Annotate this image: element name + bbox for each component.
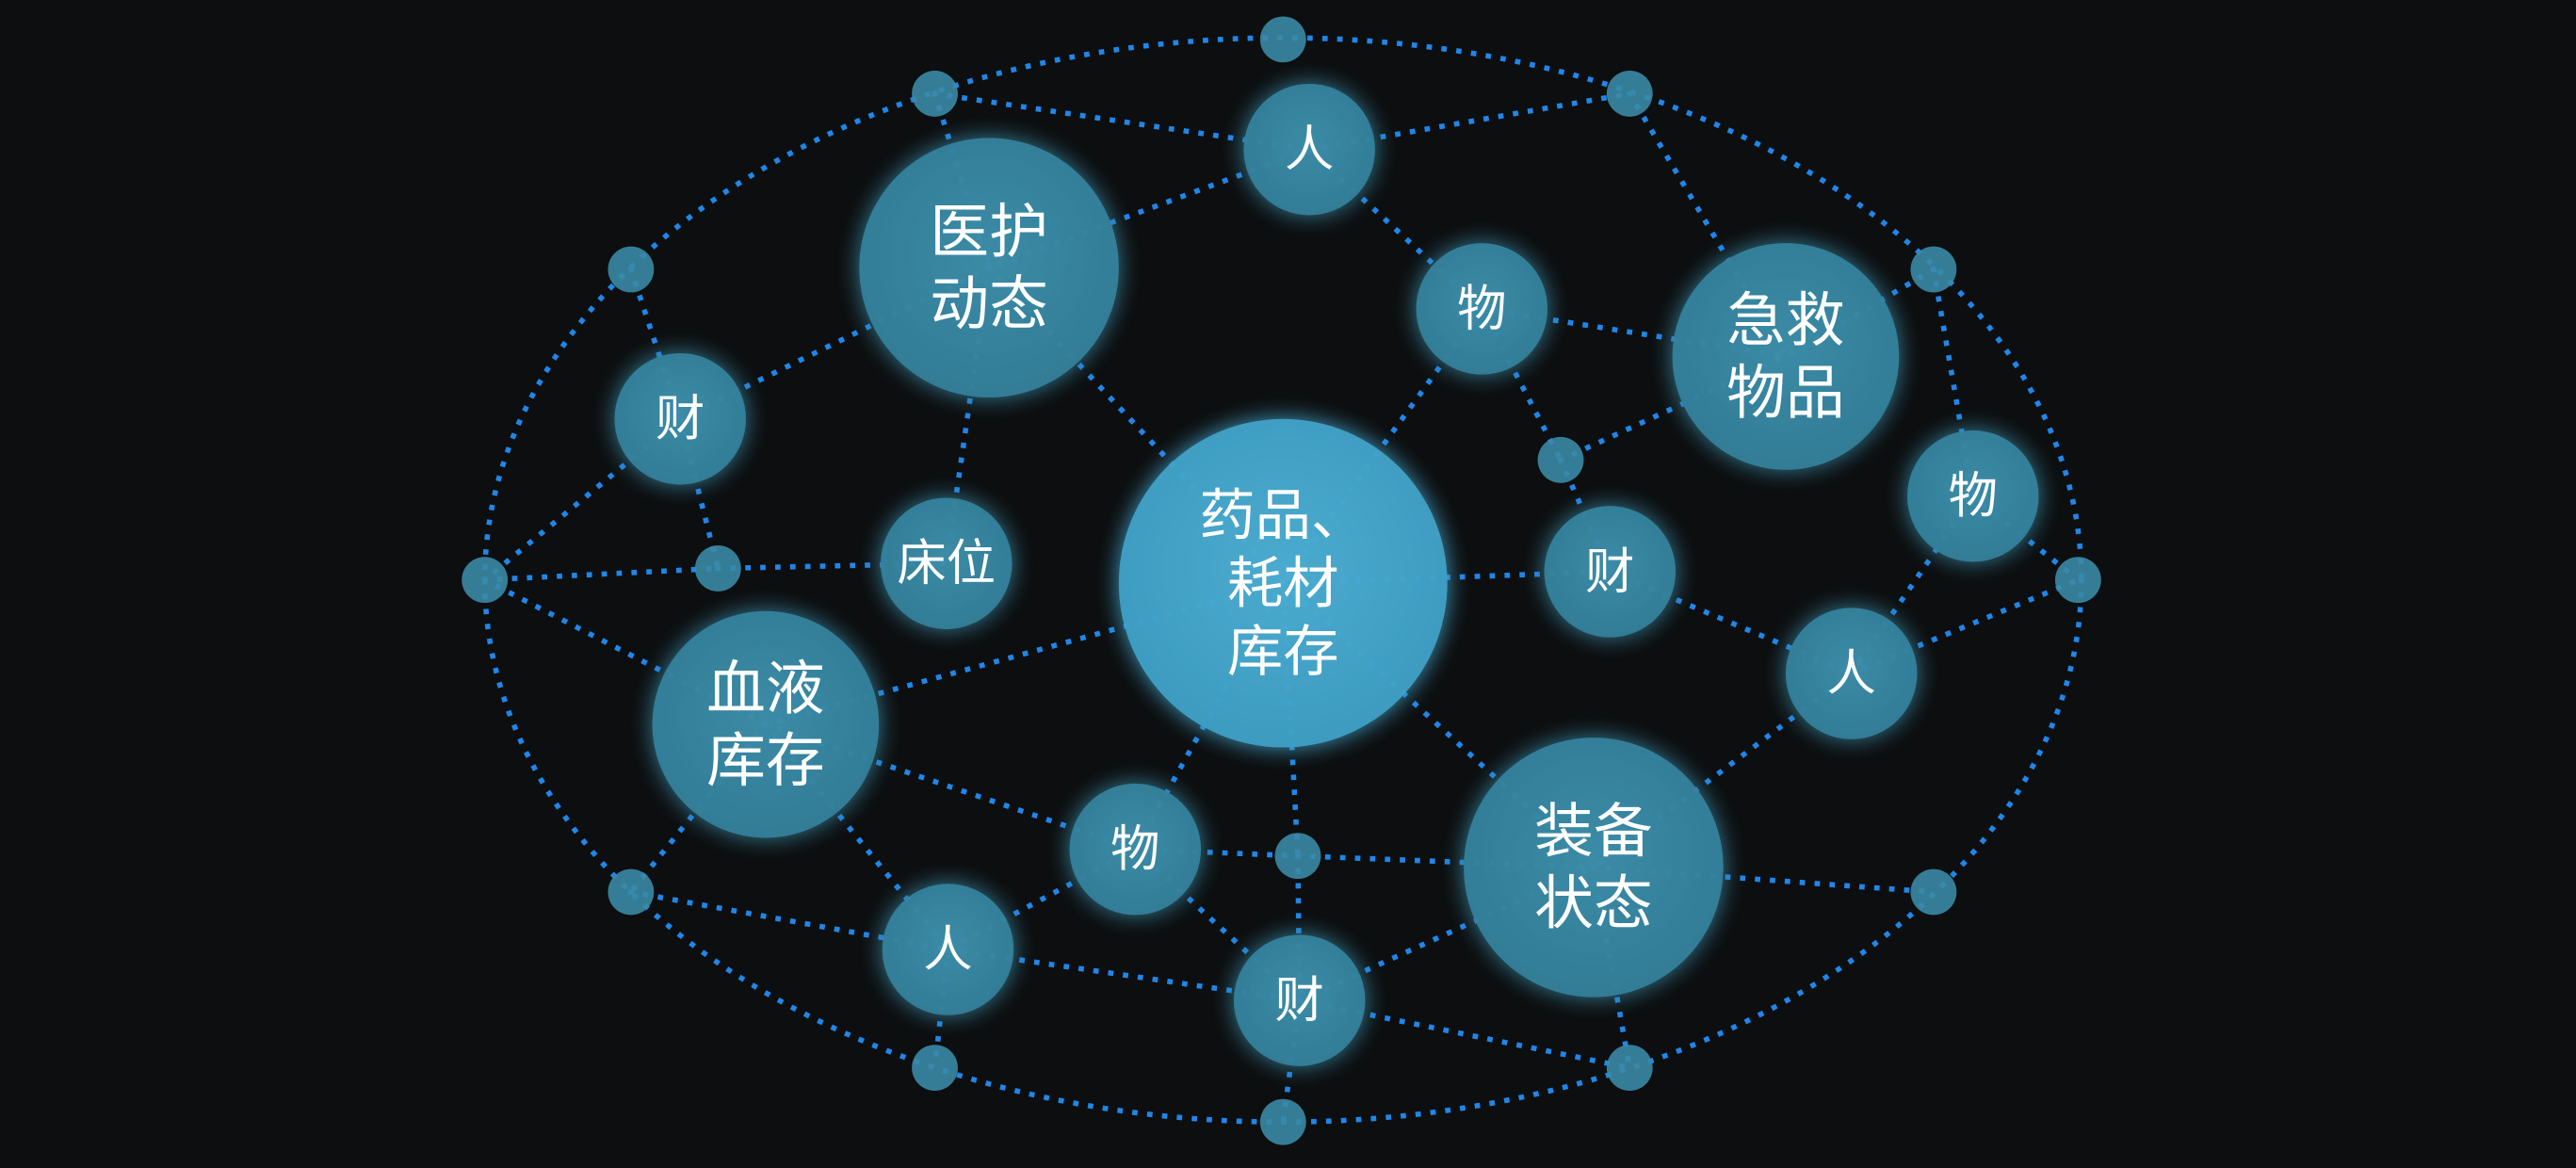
node-circle	[1233, 934, 1366, 1066]
connection-line	[1590, 864, 1936, 895]
node-circle	[1118, 418, 1448, 748]
node-circle	[1416, 243, 1548, 375]
node-label: 装备	[1534, 797, 1653, 866]
connection-line	[626, 721, 770, 896]
node-circle	[1910, 868, 1957, 916]
junction-dot	[694, 545, 741, 592]
node-label: 动态	[930, 269, 1048, 338]
node-circle	[1544, 506, 1677, 638]
node-goods[interactable]: 物	[1906, 430, 2039, 562]
junction-dot	[1259, 16, 1306, 63]
node-circle	[1464, 738, 1724, 998]
node-label: 人	[1827, 645, 1876, 703]
node-circle	[1243, 83, 1375, 216]
node-finance[interactable]: 财	[1544, 506, 1677, 638]
node-circle	[1910, 246, 1957, 293]
junction-dot	[912, 70, 958, 117]
connection-line	[943, 265, 993, 567]
node-label: 人	[923, 921, 972, 979]
node-circle	[880, 497, 1013, 629]
junction-dot	[1274, 833, 1321, 880]
node-label: 物	[1110, 820, 1159, 878]
node-circle	[1274, 833, 1321, 880]
node-finance[interactable]: 财	[1233, 934, 1366, 1066]
node-circle	[912, 1045, 958, 1092]
node-finance[interactable]: 财	[614, 352, 746, 485]
junction-dot	[2054, 557, 2101, 604]
connection-line	[1305, 90, 1633, 153]
node-label: 物	[1457, 280, 1506, 337]
node-label: 床位	[897, 535, 996, 592]
node-people[interactable]: 人	[882, 884, 1014, 1015]
node-label: 耗材	[1227, 551, 1339, 616]
node-people[interactable]: 人	[1785, 608, 1918, 739]
connection-line	[1132, 846, 1301, 859]
junction-dot	[1537, 436, 1584, 483]
junction-dot	[1606, 70, 1653, 117]
node-label: 财	[1275, 972, 1324, 1030]
node-circle	[614, 352, 746, 485]
junction-dot	[1606, 1045, 1653, 1092]
node-circle	[1259, 16, 1306, 63]
node-label: 库存	[1227, 619, 1339, 684]
junction-dot	[608, 246, 655, 293]
node-label: 急救	[1726, 286, 1845, 355]
node-goods[interactable]: 物	[1416, 243, 1548, 375]
connection-line	[762, 721, 1139, 853]
node-label: 医护	[930, 197, 1048, 266]
connection-line	[1279, 579, 1597, 871]
node-circle	[652, 610, 880, 838]
node-circle	[608, 246, 655, 293]
node-circle	[1259, 1098, 1306, 1145]
junction-dot	[1910, 868, 1957, 916]
node-label: 人	[1285, 121, 1334, 178]
node-circle	[2054, 557, 2101, 604]
nodes: 药品、耗材库存医护动态急救物品血液库存装备状态床位人物财财物人物人财	[462, 16, 2101, 1145]
node-circle	[1785, 608, 1918, 739]
node-circle	[462, 557, 509, 604]
node-label: 库存	[706, 726, 825, 795]
connection-line	[1782, 266, 1937, 361]
node-people[interactable]: 人	[1243, 83, 1375, 216]
node-circle	[859, 138, 1119, 398]
node-label: 药品、	[1199, 482, 1367, 547]
node-label: 物	[1949, 467, 1998, 525]
node-circle	[1906, 430, 2039, 562]
junction-dot	[1910, 246, 1957, 293]
node-circle	[882, 884, 1014, 1015]
node-label: 物品	[1726, 358, 1845, 427]
node-circle	[1069, 783, 1202, 916]
hub-beds[interactable]: 床位	[880, 497, 1013, 629]
node-circle	[912, 70, 958, 117]
node-circle	[608, 868, 655, 916]
node-goods[interactable]: 物	[1069, 783, 1202, 916]
junction-dot	[462, 557, 509, 604]
node-circle	[1672, 243, 1900, 470]
node-circle	[1606, 70, 1653, 117]
connection-line	[676, 415, 721, 572]
node-circle	[1606, 1045, 1653, 1092]
connection-line	[480, 414, 685, 584]
junction-dot	[1259, 1098, 1306, 1145]
node-label: 财	[1585, 543, 1634, 600]
junction-dot	[608, 868, 655, 916]
connection-line	[1295, 852, 1596, 870]
node-label: 状态	[1534, 869, 1653, 938]
junction-dot	[912, 1045, 958, 1092]
node-label: 血液	[706, 654, 825, 722]
connection-line	[481, 565, 721, 583]
node-circle	[694, 545, 741, 592]
node-label: 财	[656, 390, 705, 447]
node-circle	[1537, 436, 1584, 483]
